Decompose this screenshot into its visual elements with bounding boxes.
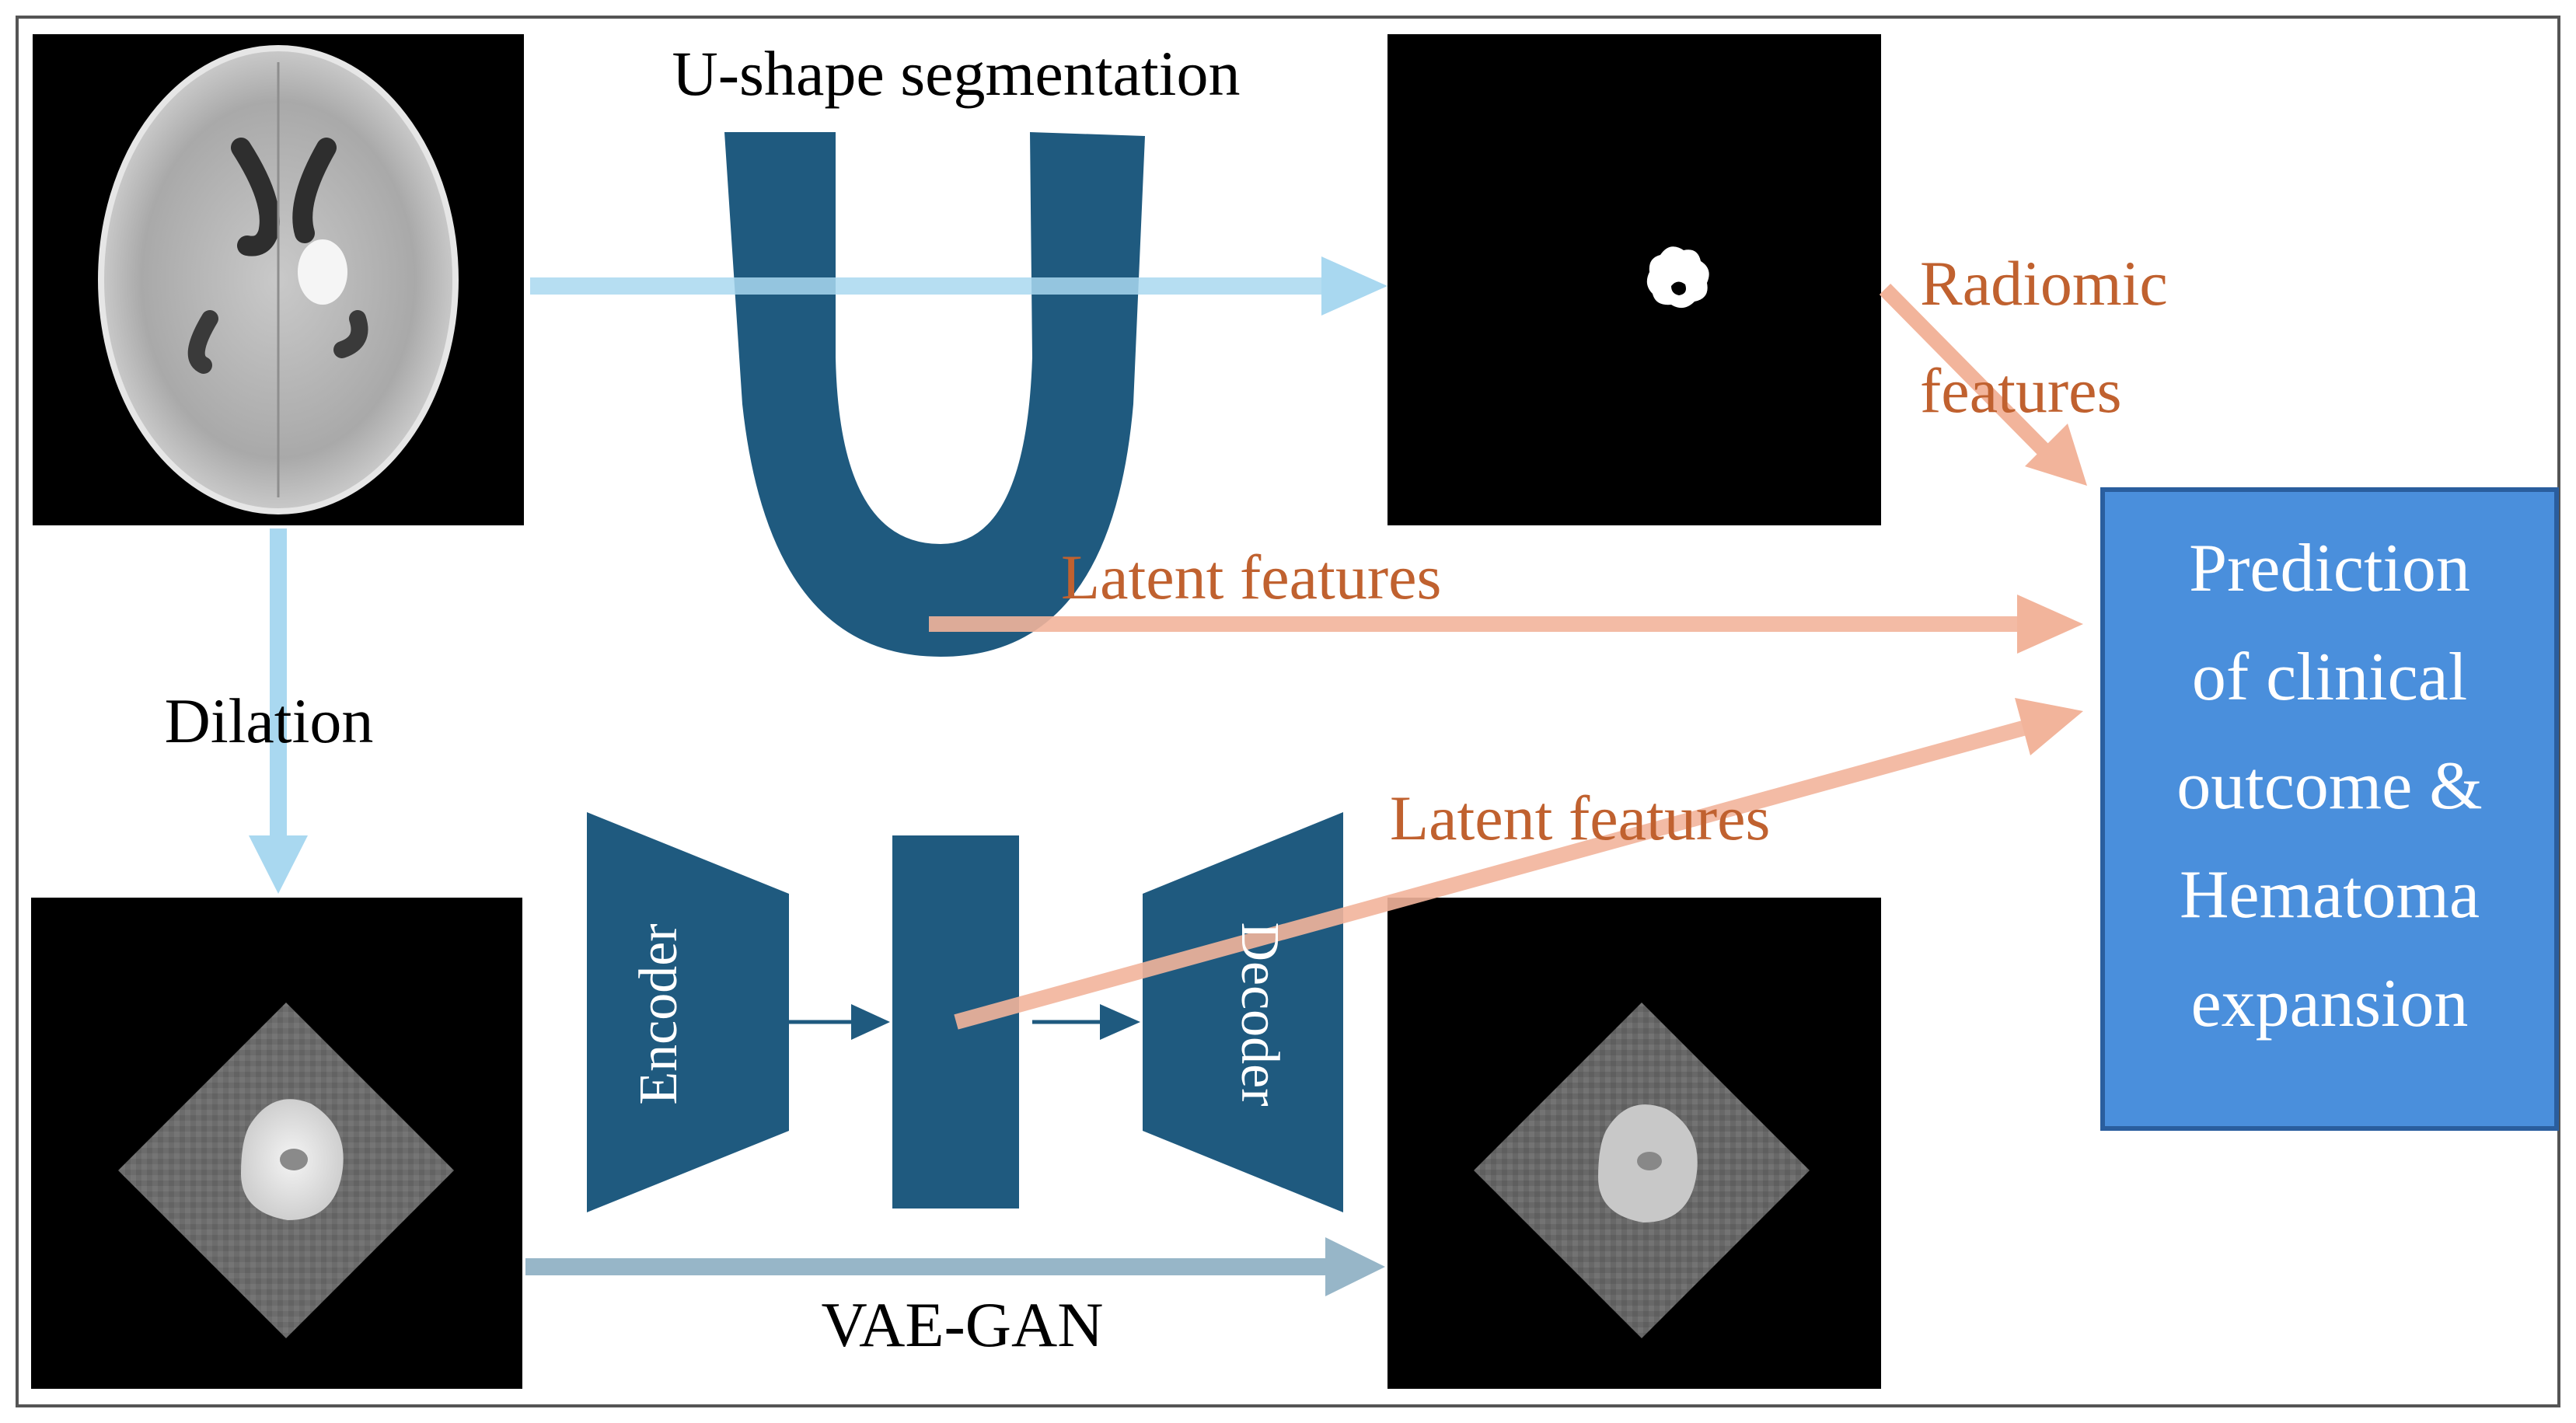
decoder-block	[1143, 812, 1343, 1212]
u-shape-network	[724, 132, 1145, 657]
encoder-label: Encoder	[629, 923, 689, 1104]
radiomic-features-label-line2: features	[1920, 355, 2122, 426]
vae-gan-label: VAE-GAN	[822, 1289, 1104, 1360]
dilated-region-image	[31, 898, 522, 1389]
prediction-line-3: outcome &	[2176, 748, 2482, 824]
ct-scan-image	[33, 34, 524, 525]
prediction-text: Prediction of clinical outcome & Hematom…	[2176, 531, 2482, 1041]
prediction-line-2: of clinical	[2192, 640, 2467, 715]
prediction-line-5: expansion	[2191, 966, 2469, 1041]
encoder-block	[587, 812, 789, 1212]
radiomic-features-arrow	[1879, 283, 2087, 486]
latent-features-top-label: Latent features	[1061, 542, 1441, 612]
u-shape-segmentation-label: U-shape segmentation	[672, 38, 1241, 109]
prediction-line-4: Hematoma	[2180, 857, 2480, 933]
segmentation-arrow	[530, 256, 1387, 316]
encoder-to-latent-arrow	[789, 1004, 890, 1040]
dilation-label: Dilation	[165, 685, 374, 756]
latent-features-bottom-arrow	[954, 698, 2083, 1030]
latent-block	[892, 835, 1019, 1209]
dilation-arrow	[249, 528, 308, 894]
latent-to-decoder-arrow	[1032, 1004, 1140, 1040]
prediction-line-1: Prediction	[2189, 531, 2470, 606]
radiomic-features-label-line1: Radiomic	[1920, 248, 2168, 319]
reconstructed-region-image	[1387, 898, 1881, 1389]
latent-features-top-arrow	[929, 595, 2083, 654]
prediction-box	[2100, 487, 2559, 1131]
decoder-label: Decoder	[1230, 922, 1290, 1106]
vae-gan-arrow	[525, 1237, 1385, 1296]
segmentation-mask-image	[1387, 34, 1881, 525]
latent-features-bottom-label: Latent features	[1390, 783, 1770, 853]
